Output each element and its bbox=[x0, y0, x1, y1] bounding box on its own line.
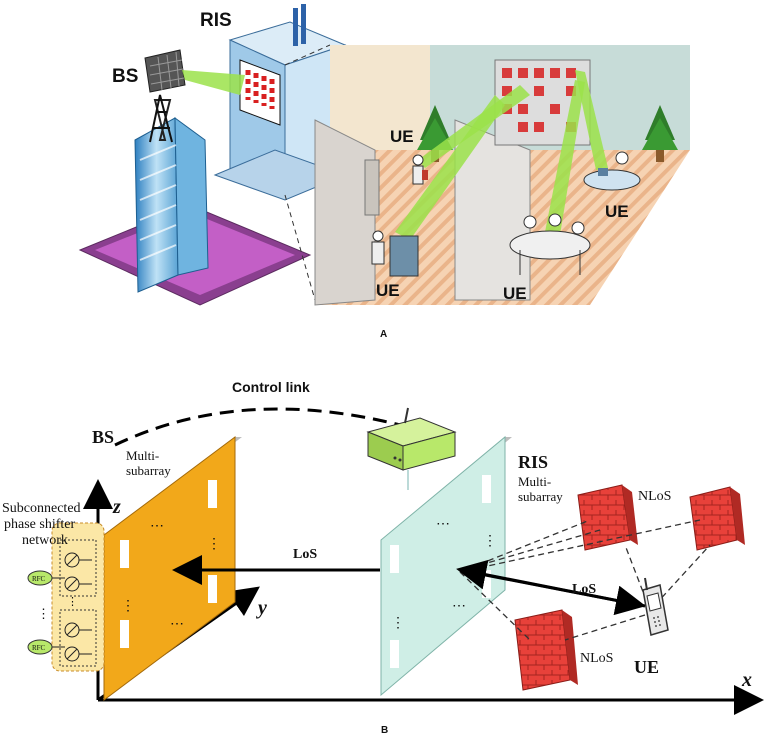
user-icon bbox=[371, 230, 419, 277]
rfc-label-1: RFC bbox=[32, 575, 46, 583]
svg-text:⋮: ⋮ bbox=[207, 535, 221, 551]
brick-wall-icon bbox=[689, 486, 745, 551]
bs-panel: ⋯ ⋯ ⋮ ⋮ bbox=[103, 436, 242, 701]
network-label-line1: Subconnected bbox=[2, 501, 81, 516]
ris-subarray-line2: subarray bbox=[518, 489, 563, 504]
bs-label-b: BS bbox=[92, 427, 114, 447]
los-label-bs: LoS bbox=[293, 547, 317, 562]
svg-text:⋮: ⋮ bbox=[67, 596, 78, 608]
nlos-label-top: NLoS bbox=[638, 489, 671, 504]
rfc-block: RFC bbox=[27, 639, 53, 655]
ris-label-b: RIS bbox=[518, 452, 548, 472]
caption-b: B bbox=[381, 725, 388, 736]
los-label-ue: LoS bbox=[572, 582, 596, 597]
ue-label-bottom-left: UE bbox=[376, 281, 400, 300]
bs-subarray-line1: Multi- bbox=[126, 448, 159, 463]
brick-wall-icon bbox=[577, 484, 638, 551]
rfc-label-2: RFC bbox=[32, 644, 46, 652]
caption-a: A bbox=[380, 329, 387, 340]
ris-label-a: RIS bbox=[200, 10, 232, 31]
beam-bs-to-ris bbox=[182, 70, 245, 95]
wall-left bbox=[314, 119, 376, 306]
svg-text:⋯: ⋯ bbox=[436, 515, 450, 531]
tree-icon bbox=[642, 105, 678, 162]
control-link-arc bbox=[114, 407, 401, 447]
beam-to-ue-bottom-left bbox=[395, 95, 505, 240]
brick-wall-icon bbox=[514, 609, 578, 691]
beam-to-ue-bottom-right bbox=[545, 80, 585, 235]
svg-text:⋯: ⋯ bbox=[170, 615, 184, 631]
svg-text:⋯: ⋯ bbox=[150, 517, 164, 533]
svg-text:⋮: ⋮ bbox=[37, 606, 50, 621]
panel-a: BS RIS UE UE UE UE A bbox=[78, 4, 690, 340]
ris-panel: ⋯ ⋯ ⋮ ⋮ bbox=[380, 435, 512, 697]
bs-tower bbox=[134, 49, 209, 293]
phase-shifter-network: RFC RFC ⋮ ⋮ bbox=[27, 522, 105, 672]
svg-text:⋮: ⋮ bbox=[483, 532, 497, 548]
ue-label-b: UE bbox=[634, 657, 659, 677]
panel-b: x y z ⋯ ⋯ ⋮ ⋮ BS Multi- subarray bbox=[2, 379, 764, 736]
indoor-scene bbox=[314, 45, 690, 306]
nlos-label-bottom: NLoS bbox=[580, 651, 613, 666]
bs-antenna-icon bbox=[144, 49, 186, 93]
bs-subarray-line2: subarray bbox=[126, 463, 171, 478]
svg-text:⋯: ⋯ bbox=[452, 597, 466, 613]
ris-controller-icon bbox=[366, 407, 457, 490]
phone-icon bbox=[642, 577, 669, 636]
ue-label-right: UE bbox=[605, 202, 629, 221]
beam-to-ue-right bbox=[575, 70, 608, 170]
svg-text:⋮: ⋮ bbox=[391, 614, 405, 630]
los-arrow-ris-to-ue bbox=[469, 570, 646, 616]
ue-label-top-left: UE bbox=[390, 127, 414, 146]
axis-y-label: y bbox=[256, 597, 267, 619]
ue-label-bottom-right: UE bbox=[503, 284, 527, 303]
axis-z-label: z bbox=[112, 496, 121, 518]
network-label-line3: network bbox=[22, 533, 68, 548]
rfc-block: RFC bbox=[27, 570, 53, 586]
meeting-table-icon bbox=[509, 213, 591, 275]
svg-text:⋮: ⋮ bbox=[121, 597, 135, 613]
control-link-label: Control link bbox=[232, 379, 310, 395]
desk-user-icon bbox=[583, 151, 641, 191]
ris-subarray-line1: Multi- bbox=[518, 474, 551, 489]
user-icon bbox=[412, 154, 428, 185]
bs-label-a: BS bbox=[112, 66, 138, 87]
axis-x-label: x bbox=[741, 669, 752, 691]
network-label-line2: phase shifter bbox=[4, 517, 75, 532]
